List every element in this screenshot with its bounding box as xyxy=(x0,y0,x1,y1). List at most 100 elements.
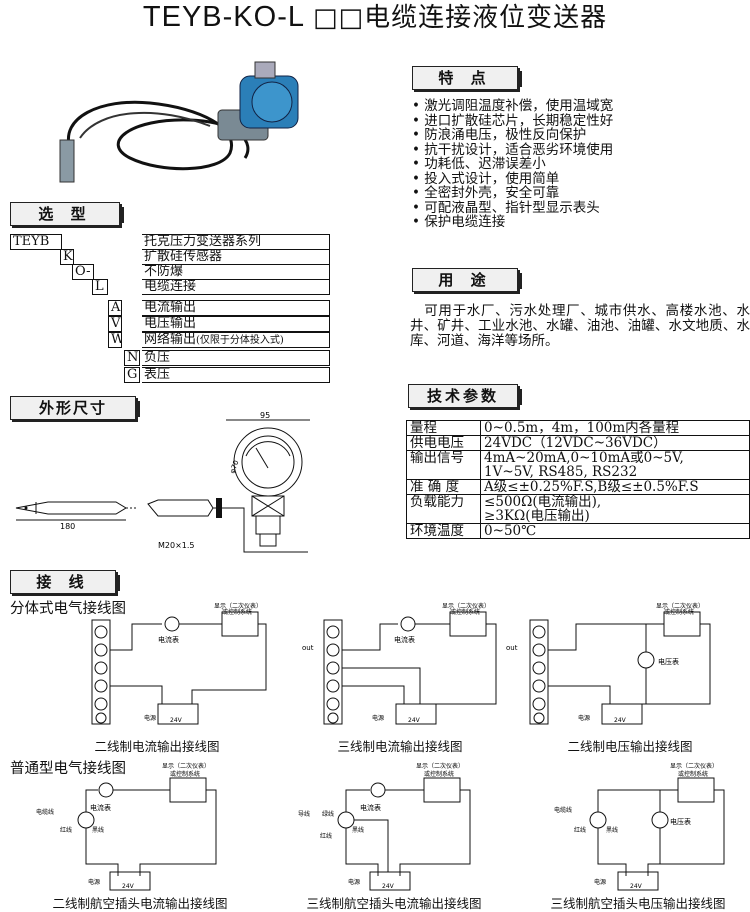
power-label: 电源 xyxy=(348,878,360,886)
desc-negative: 负压 xyxy=(142,350,330,366)
page-title: TEYB-KO-L □□电缆连接液位变送器 xyxy=(0,0,750,35)
control-label: 或控制系统 xyxy=(664,608,694,616)
section-usage: 用 途 xyxy=(412,268,522,292)
spec-row: 负载能力 ≤500Ω(电流输出),≥3KΩ(电压输出) xyxy=(405,494,750,524)
desc-network: 网络输出(仅限于分体投入式) xyxy=(142,332,330,348)
voltmeter-label: 电压表 xyxy=(670,817,691,826)
diagram-aviation-3wire-current: 显示（二次仪表） 或控制系统 电流表 导线 绿线 红线 黑线 电源 24V xyxy=(298,762,471,891)
spec-value-line: 1V~5V, RS485, RS232 xyxy=(484,464,638,480)
diagram-aviation-2wire-current: 显示（二次仪表） 或控制系统 电流表 电缆线 红线 黑线 电源 24V xyxy=(36,762,217,891)
diagram-3wire-current: out 显示（二次仪表） 或控制系统 电流表 电源 24V xyxy=(302,602,497,725)
code-a: A xyxy=(108,300,122,316)
power-label: 电源 xyxy=(144,714,156,722)
desc-current: 电流输出 xyxy=(142,300,330,316)
code-teyb: TEYB xyxy=(10,234,62,250)
section-features: 特 点 xyxy=(412,66,522,90)
cable-label: 电缆线 xyxy=(554,806,572,814)
code-w: W xyxy=(108,332,122,348)
caption-aviation-3wire-current: 三线制航空插头电流输出接线图 xyxy=(306,896,482,911)
desc-network-note: (仅限于分体投入式) xyxy=(196,335,284,346)
spec-value: 24VDC（12VDC~36VDC） xyxy=(480,435,750,451)
control-label: 或控制系统 xyxy=(424,770,454,778)
desc-nonexplosion: 不防爆 xyxy=(142,264,330,280)
section-selection: 选 型 xyxy=(10,202,124,226)
red-label: 红线 xyxy=(574,826,586,834)
features-list: • 激光调阻温度补偿，使用温域宽 • 进口扩散硅芯片，长期稳定性好 • 防浪涌电… xyxy=(412,99,742,230)
spec-row: 量程 0~0.5m，4m，100m内各量程 xyxy=(405,420,750,436)
display-label: 显示（二次仪表） xyxy=(214,602,262,610)
desc-network-label: 网络输出 xyxy=(144,332,197,347)
desc-cable: 电缆连接 xyxy=(142,279,330,295)
spec-value: A级≤±0.25%F.S,B级≤±0.5%F.S xyxy=(480,479,750,495)
desc-series: 托克压力变送器系列 xyxy=(142,234,330,250)
ammeter-label: 电流表 xyxy=(158,635,179,644)
feature-item: • 功耗低、迟滞误差小 xyxy=(412,156,546,172)
spec-row: 供电电压 24VDC（12VDC~36VDC） xyxy=(405,435,750,451)
diagram-aviation-3wire-voltage: 显示（二次仪表） 或控制系统 电压表 电缆线 红线 黑线 电源 24V xyxy=(554,762,725,891)
spec-label: 准 确 度 xyxy=(405,479,482,495)
spec-row: 输出信号 4mA~20mA,0~10mA或0~5V,1V~5V, RS485, … xyxy=(405,450,750,480)
desc-sensor: 扩散硅传感器 xyxy=(142,249,330,265)
spec-label: 量程 xyxy=(405,420,482,436)
product-photo xyxy=(59,61,299,183)
display-label: 显示（二次仪表） xyxy=(162,762,210,770)
power-label: 电源 xyxy=(578,714,590,722)
power-label: 电源 xyxy=(594,878,606,886)
red-label: 红线 xyxy=(320,832,332,840)
spec-label: 输出信号 xyxy=(405,450,482,480)
voltmeter-label: 电压表 xyxy=(658,657,679,666)
display-label: 显示（二次仪表） xyxy=(416,762,464,770)
voltage-label: 24V xyxy=(170,717,183,724)
green-label: 绿线 xyxy=(322,810,334,818)
spec-value: 0~50℃ xyxy=(480,523,750,539)
black-label: 黑线 xyxy=(352,826,364,834)
selection-table: TEYB K O- L A V W N G 托克压力变送器系列 扩散硅传感器 不… xyxy=(10,234,330,386)
spec-value: ≤500Ω(电流输出),≥3KΩ(电压输出) xyxy=(480,494,750,524)
code-n: N xyxy=(124,350,140,366)
spec-value: 0~0.5m，4m，100m内各量程 xyxy=(480,420,750,436)
title-model: TEYB-KO-L xyxy=(142,1,313,33)
red-label: 红线 xyxy=(60,826,72,834)
feature-item: • 投入式设计，使用简单 xyxy=(412,170,560,187)
feature-item: • 全密封外壳，安全可靠 xyxy=(412,185,560,201)
control-label: 或控制系统 xyxy=(170,770,200,778)
spec-row: 环境温度 0~50℃ xyxy=(405,523,750,539)
caption-3wire-current: 三线制电流输出接线图 xyxy=(337,739,463,754)
black-label: 黑线 xyxy=(606,826,618,834)
spec-value-line: ≥3KΩ(电压输出) xyxy=(484,508,590,524)
feature-item: • 激光调阻温度补偿，使用温域宽 xyxy=(412,98,614,114)
control-label: 或控制系统 xyxy=(222,608,252,616)
ammeter-label: 电流表 xyxy=(90,803,111,812)
specs-table: 量程 0~0.5m，4m，100m内各量程 供电电压 24VDC（12VDC~3… xyxy=(405,420,750,539)
spec-label: 供电电压 xyxy=(405,435,482,451)
title-name: □□电缆连接液位变送器 xyxy=(312,3,608,33)
out-label: out xyxy=(506,644,518,652)
section-dimensions: 外形尺寸 xyxy=(10,396,140,420)
section-wiring: 接 线 xyxy=(10,570,120,594)
feature-item: • 抗干扰设计，适合恶劣环境使用 xyxy=(412,141,614,158)
voltage-label: 24V xyxy=(630,883,643,890)
feature-item: • 可配液晶型、指针型显示表头 xyxy=(412,199,600,216)
usage-text: 可用于水厂、污水处理厂、城市供水、高楼水池、水井、矿井、工业水池、水罐、油池、油… xyxy=(410,303,750,349)
control-label: 或控制系统 xyxy=(450,608,480,616)
voltage-label: 24V xyxy=(382,883,395,890)
dimension-drawing: 180 95 φ70 M20×1.5 xyxy=(15,412,310,553)
ammeter-label: 电流表 xyxy=(360,803,381,812)
spec-value-line: 4mA~20mA,0~10mA或0~5V, xyxy=(484,450,684,466)
diagram-2wire-voltage: out 显示（二次仪表） 或控制系统 电压表 电源 24V xyxy=(506,602,711,725)
wire-label: 导线 xyxy=(298,810,310,818)
control-label: 或控制系统 xyxy=(678,770,708,778)
code-k: K xyxy=(60,249,74,265)
desc-voltage: 电压输出 xyxy=(142,316,330,332)
caption-2wire-voltage: 二线制电压输出接线图 xyxy=(567,739,693,754)
voltage-label: 24V xyxy=(408,717,421,724)
voltage-label: 24V xyxy=(122,883,135,890)
display-label: 显示（二次仪表） xyxy=(670,762,718,770)
voltage-label: 24V xyxy=(614,717,627,724)
code-v: V xyxy=(108,316,122,332)
caption-aviation-2wire-current: 二线制航空插头电流输出接线图 xyxy=(52,896,228,911)
length-label: 180 xyxy=(60,522,75,531)
normal-heading: 普通型电气接线图 xyxy=(10,761,126,777)
feature-item: • 保护电缆连接 xyxy=(412,214,506,230)
spec-label: 环境温度 xyxy=(405,523,482,539)
